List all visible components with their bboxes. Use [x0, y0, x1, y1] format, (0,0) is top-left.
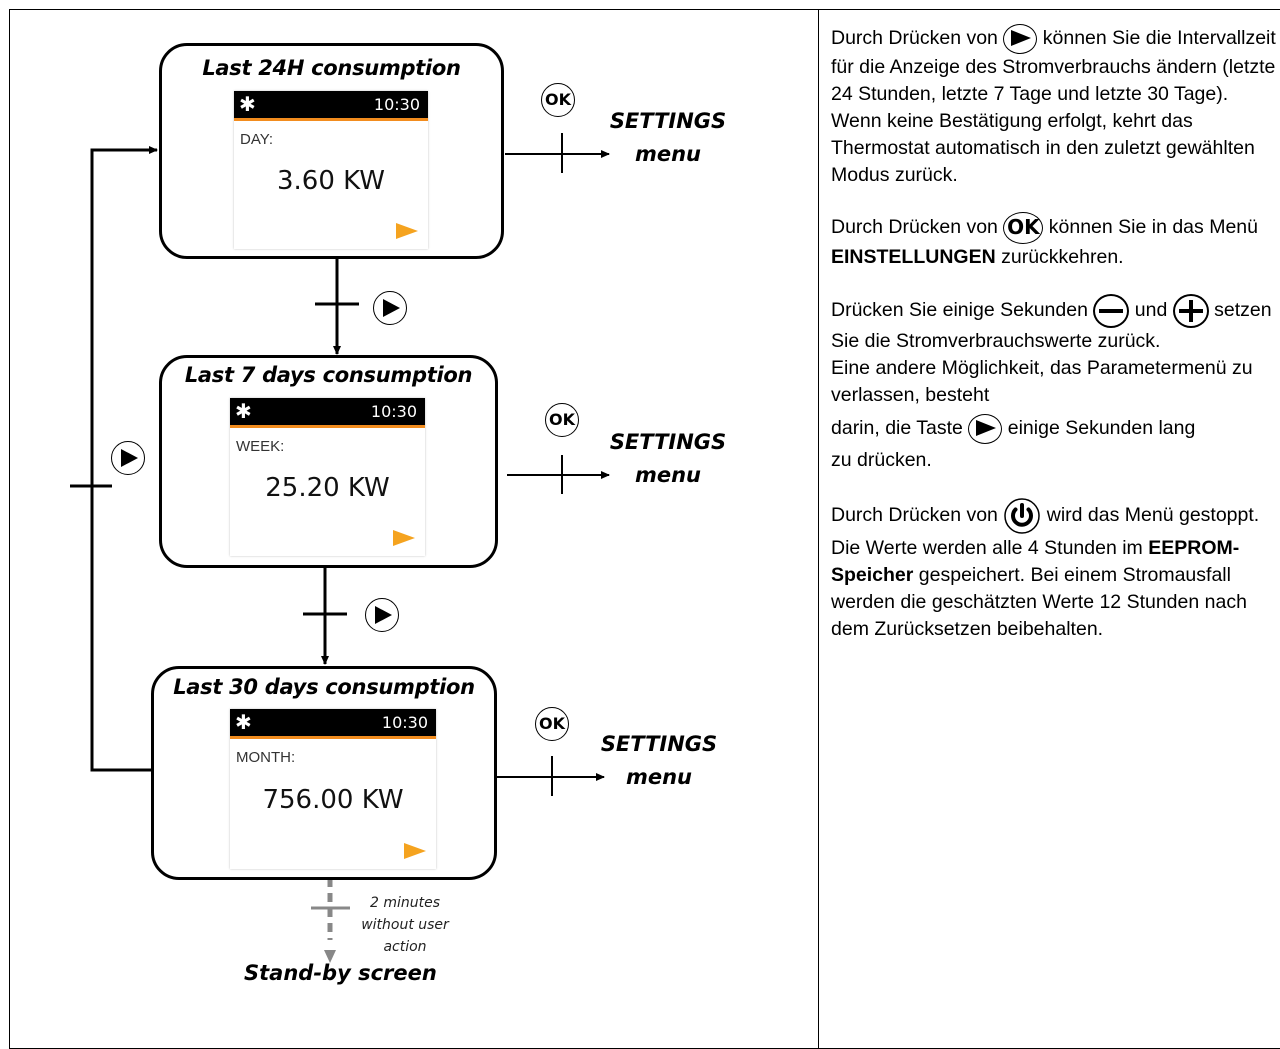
- text-span: zurückkehren.: [1001, 246, 1124, 268]
- lcd-time: 10:30: [370, 402, 417, 421]
- instruction-paragraph-1: Durch Drücken von können Sie die Interva…: [831, 24, 1276, 189]
- instructions-panel: Durch Drücken von können Sie die Interva…: [831, 24, 1276, 666]
- lcd-display-day: ✱ 10:30 DAY: 3.60 KW: [234, 91, 428, 249]
- power-button-icon: [1003, 497, 1041, 535]
- screen-week-title: Last 7 days consumption: [184, 363, 473, 387]
- instruction-paragraph-4: Durch Drücken von wird das Menü gestoppt…: [831, 497, 1276, 643]
- lcd-consumption-value: 756.00 KW: [262, 785, 404, 815]
- lcd-consumption-value: 3.60 KW: [277, 166, 385, 196]
- text-span: einige Sekunden lang: [1007, 417, 1196, 439]
- text-span: Durch Drücken von: [831, 27, 998, 50]
- instruction-text: Eine andere Möglichkeit, das Parameterme…: [831, 357, 1253, 406]
- lcd-time: 10:30: [381, 713, 428, 732]
- text-span: setzen Sie die Stromverbrauchswerte zurü…: [831, 299, 1272, 352]
- standby-label: Stand-by screen: [244, 961, 437, 985]
- standby-arrowhead: [324, 950, 336, 963]
- instruction-text: Durch Drücken von können Sie die Interva…: [831, 24, 1276, 108]
- ok-button-icon: OK: [535, 707, 569, 741]
- instruction-text: zu drücken.: [831, 449, 932, 471]
- play-button-icon: [1003, 24, 1038, 54]
- screen-week-box: Last 7 days consumption ✱ 10:30 WEEK: 25…: [159, 355, 498, 568]
- settings-text: SETTINGS: [600, 732, 718, 756]
- ok-button-icon: OK: [545, 403, 579, 437]
- ok-button-icon: OK: [1003, 212, 1044, 244]
- instruction-text: darin, die Taste einige Sekunden lang: [831, 409, 1276, 447]
- instruction-paragraph-2: Durch Drücken von OK können Sie in das M…: [831, 212, 1276, 271]
- instruction-text: Drücken Sie einige Sekunden und setzen S…: [831, 294, 1276, 355]
- lcd-period-label: WEEK:: [236, 438, 285, 455]
- minus-button-icon: [1093, 294, 1130, 328]
- text-span: können Sie die Intervallzeit für die Anz…: [831, 27, 1276, 105]
- menu-text: menu: [625, 765, 693, 789]
- play-button-icon: [111, 441, 145, 475]
- instruction-text: Durch Drücken von wird das Menü gestoppt…: [831, 497, 1276, 643]
- lcd-consumption-value: 25.20 KW: [265, 473, 390, 503]
- instruction-text: Durch Drücken von OK können Sie in das M…: [831, 212, 1276, 271]
- lcd-status-bar: ✱ 10:30: [230, 709, 436, 739]
- eeprom-label: EEPROM-Speicher: [831, 537, 1240, 586]
- settings-label-3: SETTINGS menu: [594, 728, 724, 794]
- gear-icon: ✱: [239, 92, 256, 116]
- flow-connectors: [70, 133, 610, 963]
- settings-text: SETTINGS: [609, 109, 727, 133]
- text-span: gespeichert. Bei einem Stromausfall werd…: [831, 564, 1247, 640]
- play-button-icon: [365, 598, 399, 632]
- screen-month-box: Last 30 days consumption ✱ 10:30 MONTH: …: [151, 666, 497, 880]
- settings-text: SETTINGS: [609, 430, 727, 454]
- lcd-next-arrow-icon: [404, 843, 426, 859]
- lcd-status-bar: ✱ 10:30: [230, 398, 425, 428]
- screen-day-box: Last 24H consumption ✱ 10:30 DAY: 3.60 K…: [159, 43, 504, 259]
- text-span: darin, die Taste: [831, 417, 963, 439]
- column-divider: [818, 9, 819, 1049]
- lcd-period-label: DAY:: [240, 131, 274, 148]
- lcd-status-bar: ✱ 10:30: [234, 91, 428, 121]
- plus-button-icon: [1172, 294, 1209, 328]
- text-span: Durch Drücken von: [831, 216, 998, 239]
- text-span: können Sie in das Menü: [1048, 216, 1258, 239]
- lcd-display-week: ✱ 10:30 WEEK: 25.20 KW: [230, 398, 425, 556]
- text-span: wird das Menü gestoppt. Die Werte werden…: [831, 504, 1260, 559]
- lcd-period-label: MONTH:: [236, 749, 296, 766]
- text-span: Durch Drücken von: [831, 504, 998, 527]
- note-line: action: [383, 939, 427, 955]
- settings-menu-name: EINSTELLUNGEN: [831, 246, 996, 268]
- text-span: und: [1134, 299, 1168, 321]
- note-line: without user: [361, 917, 449, 933]
- instruction-paragraph-3: Drücken Sie einige Sekunden und setzen S…: [831, 294, 1276, 474]
- lcd-next-arrow-icon: [396, 223, 418, 239]
- settings-label-2: SETTINGS menu: [603, 426, 733, 492]
- lcd-time: 10:30: [373, 95, 420, 114]
- gear-icon: ✱: [235, 710, 252, 734]
- standby-note: 2 minutes without user action: [342, 892, 468, 958]
- text-span: Drücken Sie einige Sekunden: [831, 299, 1088, 321]
- ok-button-icon: OK: [541, 83, 575, 117]
- menu-text: menu: [634, 463, 702, 487]
- screen-month-title: Last 30 days consumption: [173, 675, 475, 699]
- note-line: 2 minutes: [369, 895, 441, 911]
- settings-label-1: SETTINGS menu: [603, 105, 733, 171]
- instruction-text: Wenn keine Bestätigung erfolgt, kehrt da…: [831, 110, 1255, 186]
- gear-icon: ✱: [235, 399, 252, 423]
- lcd-next-arrow-icon: [393, 530, 415, 546]
- play-button-icon: [373, 291, 407, 325]
- lcd-display-month: ✱ 10:30 MONTH: 756.00 KW: [230, 709, 436, 869]
- loop-line: [90, 146, 158, 772]
- menu-text: menu: [634, 142, 702, 166]
- screen-day-title: Last 24H consumption: [202, 56, 461, 80]
- play-button-icon: [968, 413, 1003, 444]
